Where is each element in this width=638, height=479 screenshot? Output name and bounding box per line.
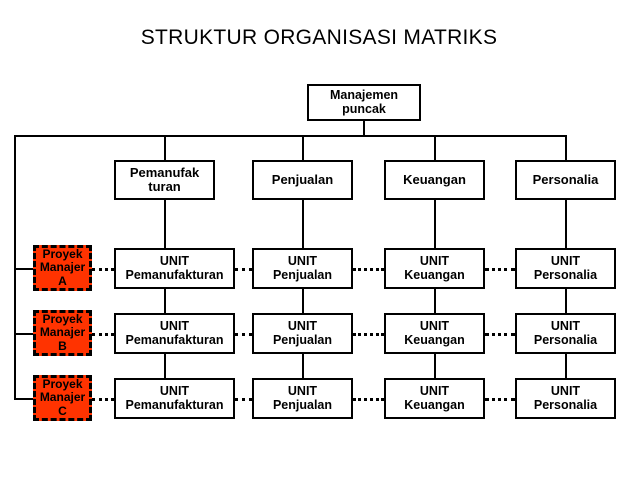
connector-top-to-bus: [363, 121, 365, 136]
box-unit-penjualan-r2[interactable]: UNIT Penjualan: [252, 313, 353, 354]
box-proyek-manajer-c[interactable]: Proyek Manajer C: [33, 375, 92, 421]
box-manajemen-puncak[interactable]: Manajemen puncak: [307, 84, 421, 121]
dotted-link-r1-pemanufakturan-penjualan: [235, 268, 252, 271]
connector-left-spine: [14, 135, 16, 400]
connector-personalia-to-unit-r1: [565, 200, 567, 248]
box-unit-pemanufakturan-r2[interactable]: UNIT Pemanufakturan: [114, 313, 235, 354]
box-unit-pemanufakturan-r3[interactable]: UNIT Pemanufakturan: [114, 378, 235, 419]
connector-bus-to-penjualan: [302, 135, 304, 160]
connector-spine-to-pm-b: [14, 333, 36, 335]
box-unit-keuangan-r2[interactable]: UNIT Keuangan: [384, 313, 485, 354]
box-function-pemanufakturan[interactable]: Pemanufak turan: [114, 160, 215, 200]
dotted-link-pm-c-to-unit-pemanufakturan: [92, 398, 114, 401]
connector-unit-penjualan-r2-r3: [302, 354, 304, 378]
dotted-link-r2-keuangan-personalia: [485, 333, 515, 336]
connector-penjualan-to-unit-r1: [302, 200, 304, 248]
box-unit-penjualan-r3[interactable]: UNIT Penjualan: [252, 378, 353, 419]
connector-unit-keuangan-r2-r3: [434, 354, 436, 378]
connector-keuangan-to-unit-r1: [434, 200, 436, 248]
connector-pemanufakturan-to-unit-r1: [164, 200, 166, 248]
connector-horizontal-bus: [14, 135, 567, 137]
dotted-link-r2-pemanufakturan-penjualan: [235, 333, 252, 336]
box-unit-personalia-r3[interactable]: UNIT Personalia: [515, 378, 616, 419]
connector-unit-pemanufakturan-r1-r2: [164, 289, 166, 313]
connector-bus-to-keuangan: [434, 135, 436, 160]
box-unit-personalia-r1[interactable]: UNIT Personalia: [515, 248, 616, 289]
dotted-link-r3-penjualan-keuangan: [353, 398, 384, 401]
dotted-link-r1-keuangan-personalia: [485, 268, 515, 271]
dotted-link-pm-a-to-unit-pemanufakturan: [92, 268, 114, 271]
dotted-link-r1-penjualan-keuangan: [353, 268, 384, 271]
connector-bus-to-personalia: [565, 135, 567, 160]
box-unit-keuangan-r1[interactable]: UNIT Keuangan: [384, 248, 485, 289]
dotted-link-pm-b-to-unit-pemanufakturan: [92, 333, 114, 336]
connector-unit-personalia-r1-r2: [565, 289, 567, 313]
connector-spine-to-pm-a: [14, 268, 36, 270]
box-unit-keuangan-r3[interactable]: UNIT Keuangan: [384, 378, 485, 419]
page-title: STRUKTUR ORGANISASI MATRIKS: [140, 26, 498, 49]
box-unit-personalia-r2[interactable]: UNIT Personalia: [515, 313, 616, 354]
connector-unit-penjualan-r1-r2: [302, 289, 304, 313]
dotted-link-r3-keuangan-personalia: [485, 398, 515, 401]
box-function-penjualan[interactable]: Penjualan: [252, 160, 353, 200]
box-unit-pemanufakturan-r1[interactable]: UNIT Pemanufakturan: [114, 248, 235, 289]
connector-bus-to-pemanufakturan: [164, 135, 166, 160]
dotted-link-r3-pemanufakturan-penjualan: [235, 398, 252, 401]
dotted-link-r2-penjualan-keuangan: [353, 333, 384, 336]
box-proyek-manajer-b[interactable]: Proyek Manajer B: [33, 310, 92, 356]
box-proyek-manajer-a[interactable]: Proyek Manajer A: [33, 245, 92, 291]
connector-unit-pemanufakturan-r2-r3: [164, 354, 166, 378]
connector-unit-personalia-r2-r3: [565, 354, 567, 378]
box-unit-penjualan-r1[interactable]: UNIT Penjualan: [252, 248, 353, 289]
connector-unit-keuangan-r1-r2: [434, 289, 436, 313]
box-function-personalia[interactable]: Personalia: [515, 160, 616, 200]
connector-spine-to-pm-c: [14, 398, 36, 400]
box-function-keuangan[interactable]: Keuangan: [384, 160, 485, 200]
